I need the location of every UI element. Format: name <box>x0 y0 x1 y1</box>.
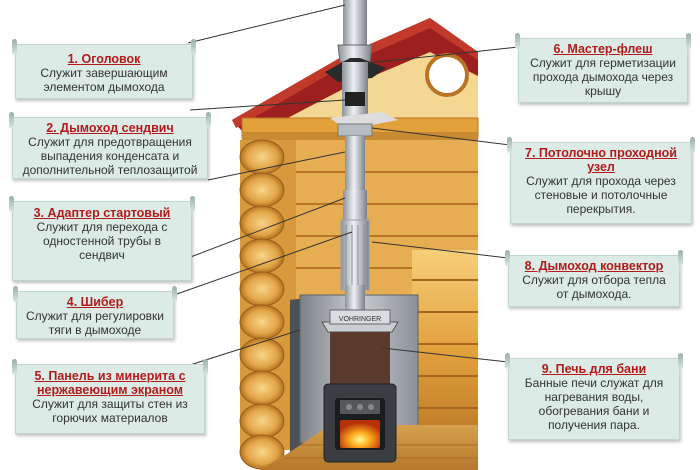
callout-title: 8. Дымоход конвектор <box>524 259 664 273</box>
callout-desc: Служит для прохода через стеновые и пото… <box>526 174 676 216</box>
callout-1-cap: 1. Оголовок Служит завершающим элементом… <box>12 39 196 99</box>
leader-lines <box>159 4 519 366</box>
callout-9-stove: 9. Печь для бани Банные печи служат для … <box>505 353 683 440</box>
callout-desc: Служит для отбора тепла от дымохода. <box>522 273 666 301</box>
stove-brand-label: VOHRINGER <box>339 316 381 323</box>
callout-title: 5. Панель из минерита с нержавеющим экра… <box>34 369 186 397</box>
callout-2-sandwich: 2. Дымоход сендвич Служит для предотвращ… <box>9 112 211 179</box>
callout-title: 7. Потолочно проходной узел <box>525 146 677 174</box>
right-wall <box>412 250 478 450</box>
callout-title: 9. Печь для бани <box>541 362 647 376</box>
callout-6-master-flash: 6. Мастер-флеш Служит для герметизации п… <box>515 33 691 103</box>
callout-desc: Служит завершающим элементом дымохода <box>40 66 168 94</box>
callout-desc: Служит для предотвращения выпадения конд… <box>22 135 198 177</box>
callout-8-convector: 8. Дымоход конвектор Служит для отбора т… <box>505 250 683 307</box>
callout-title: 4. Шибер <box>66 295 124 309</box>
callout-5-panel: 5. Панель из минерита с нержавеющим экра… <box>12 359 208 434</box>
callout-title: 3. Адаптер стартовый <box>33 206 171 220</box>
chimney-pipe <box>325 0 398 315</box>
callout-3-adapter: 3. Адаптер стартовый Служит для перехода… <box>9 196 195 281</box>
callout-desc: Банные печи служат для нагревания воды, … <box>524 376 664 432</box>
callout-desc: Служит для регулировки тяги в дымоходе <box>25 309 165 337</box>
callout-4-damper: 4. Шибер Служит для регулировки тяги в д… <box>13 286 177 339</box>
left-wall <box>239 139 296 470</box>
callout-title: 6. Мастер-флеш <box>553 42 653 56</box>
callout-desc: Служит для перехода с одностенной трубы … <box>36 220 168 262</box>
callout-title: 1. Оголовок <box>67 52 141 66</box>
sauna-stove: VOHRINGER <box>321 309 399 463</box>
callout-desc: Служит для защиты стен из горючих матери… <box>32 397 188 425</box>
callout-title: 2. Дымоход сендвич <box>46 121 174 135</box>
callout-7-passthrough: 7. Потолочно проходной узел Служит для п… <box>507 137 695 224</box>
callout-desc: Служит для герметизации прохода дымохода… <box>530 56 676 98</box>
